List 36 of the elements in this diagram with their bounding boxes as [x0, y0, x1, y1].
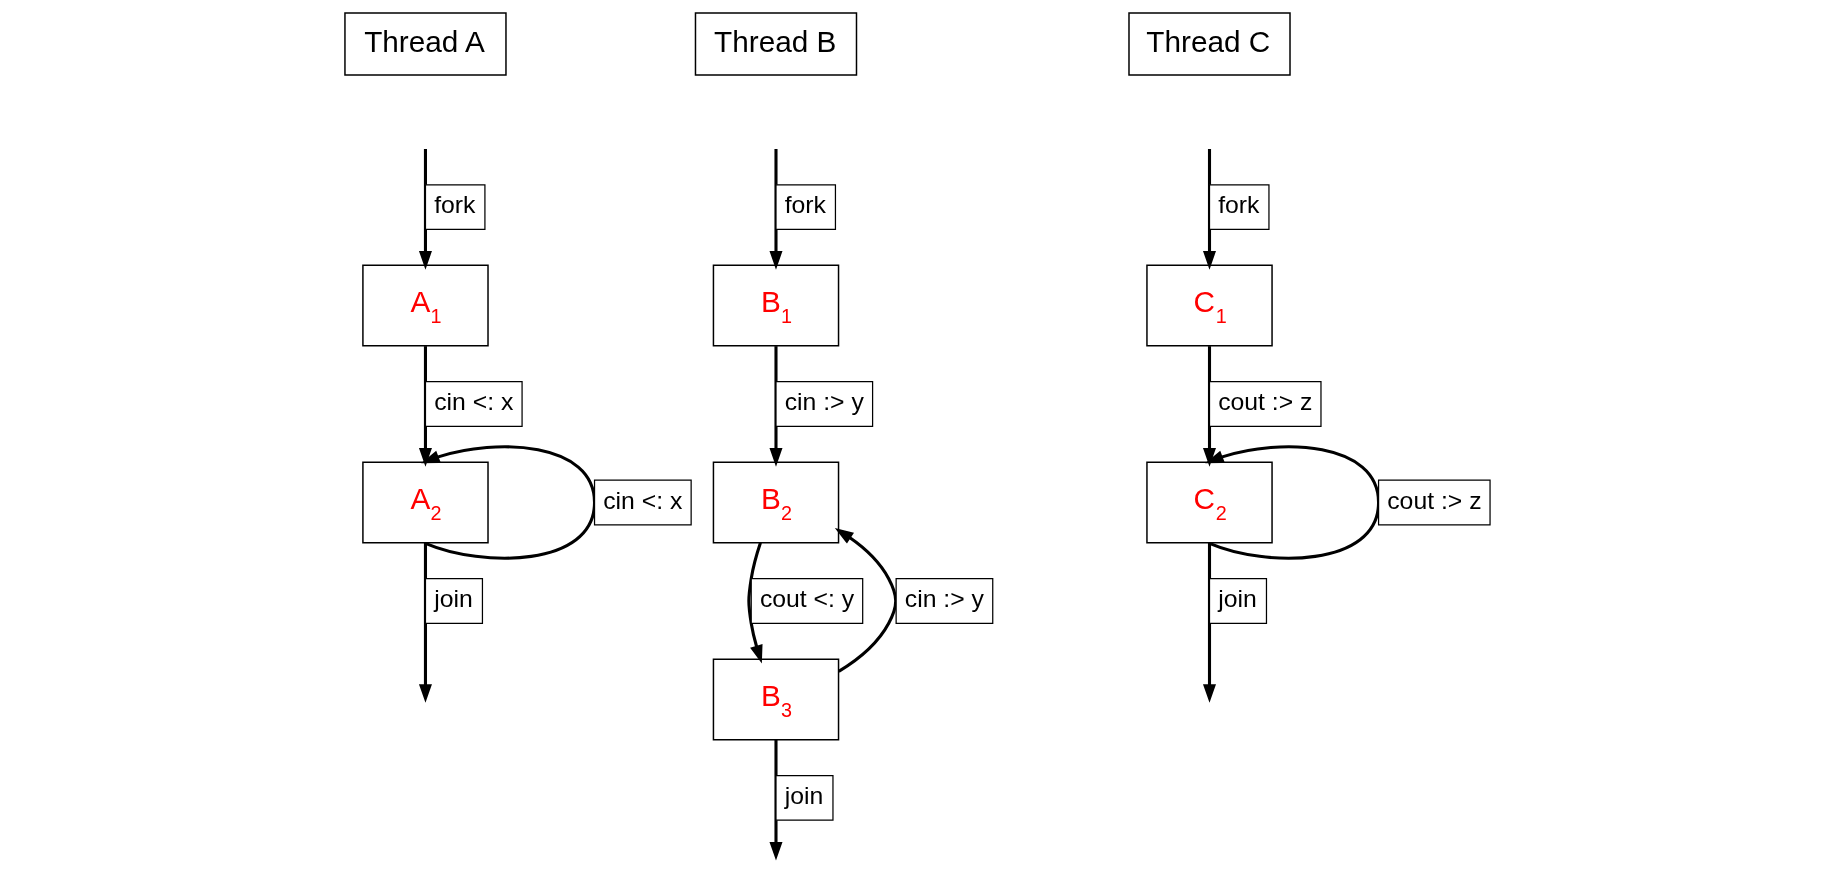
node-box: A$_{2}$ — [361, 461, 489, 544]
arrow — [1202, 543, 1216, 703]
edge-label: fork — [433, 191, 475, 219]
edge-label: cin <: x — [433, 388, 513, 416]
edge-label: fork — [1217, 191, 1259, 219]
arrow — [746, 542, 763, 664]
node-box: Thread B — [694, 12, 857, 76]
edge-label: cout :> z — [1386, 486, 1482, 514]
node-box: C$_{2}$ — [1145, 461, 1273, 544]
edge-label: cin :> y — [904, 585, 984, 613]
arrow — [418, 149, 432, 270]
arrow — [768, 739, 782, 861]
arrow — [768, 346, 782, 467]
arrow — [1204, 445, 1380, 560]
edge-label: cout :> z — [1217, 388, 1312, 416]
edge-label: join — [784, 782, 823, 810]
node-box: B$_{1}$ — [712, 264, 839, 347]
arrow — [834, 528, 897, 673]
node-box: Thread C — [1127, 12, 1291, 76]
arrow — [768, 149, 782, 270]
arrow — [420, 445, 596, 560]
arrow — [1202, 346, 1216, 467]
arrow — [1202, 149, 1216, 270]
edge-label: join — [1217, 585, 1257, 613]
node-box: Thread A — [343, 12, 507, 76]
edge-label: join — [433, 585, 473, 613]
node-box: B$_{2}$ — [712, 461, 839, 544]
edge-label: fork — [784, 191, 826, 219]
arrow — [418, 543, 432, 703]
edge-label: cout <: y — [759, 585, 854, 613]
node-box: C$_{1}$ — [1145, 264, 1273, 347]
node-box: B$_{3}$ — [712, 658, 839, 741]
node-box: A$_{1}$ — [361, 264, 489, 347]
edge-label: cin :> y — [784, 388, 864, 416]
edge-label: cin <: x — [602, 486, 682, 514]
arrow — [418, 346, 432, 467]
